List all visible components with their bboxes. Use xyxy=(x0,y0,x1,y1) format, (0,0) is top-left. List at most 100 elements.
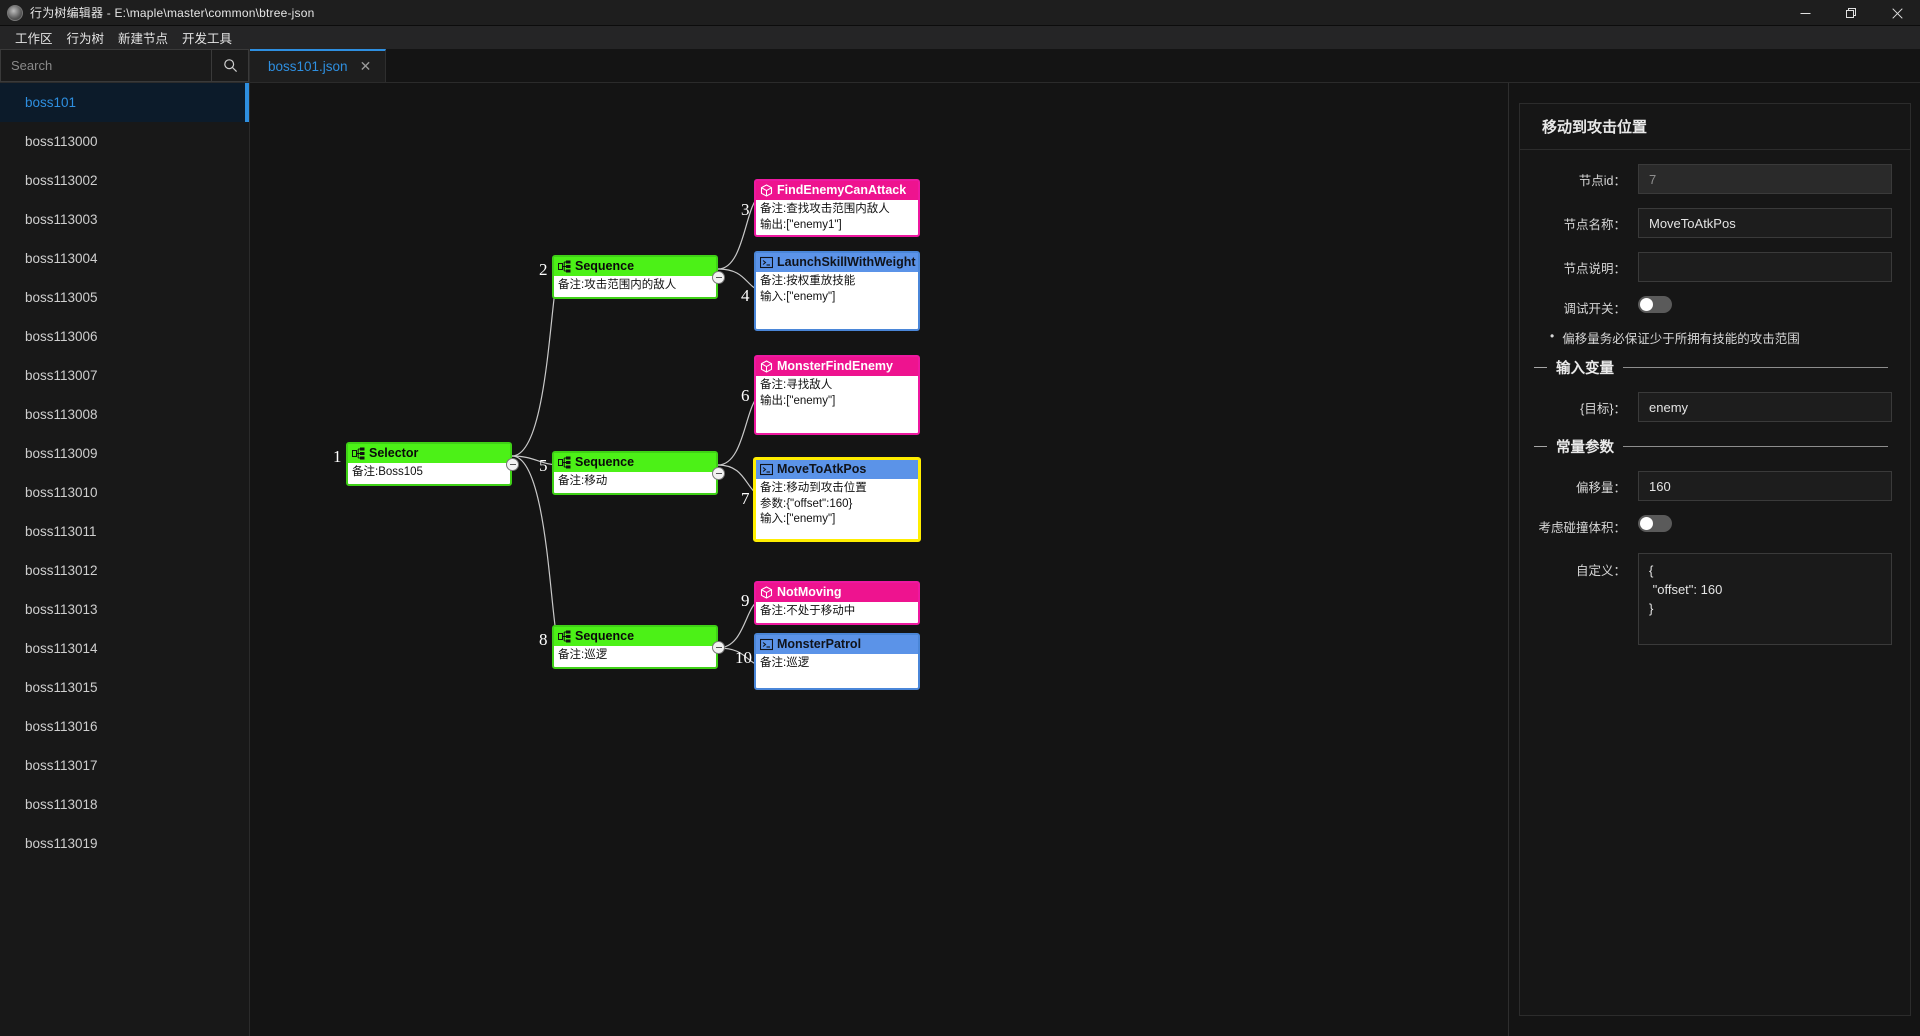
tree-node-selector[interactable]: Selector 备注:Boss105 xyxy=(346,442,519,486)
sidebar-item-boss101[interactable]: boss101 xyxy=(0,83,249,122)
sidebar-item-boss113009[interactable]: boss113009 xyxy=(0,434,249,473)
search-icon[interactable] xyxy=(211,49,249,82)
node-line: 输入:["enemy"] xyxy=(760,290,836,303)
sidebar-item-boss113003[interactable]: boss113003 xyxy=(0,200,249,239)
properties-body: 节点id： 节点名称： 节点说明： xyxy=(1520,150,1910,650)
node-body: 备注:查找攻击范围内敌人 输出:["enemy1"] xyxy=(756,200,918,236)
tree-node-monsterfindenemy[interactable]: MonsterFindEnemy 备注:寻找敌人 输出:["enemy"] xyxy=(754,355,920,435)
maximize-icon[interactable] xyxy=(1828,0,1874,26)
tree-node-launchskillwithweight[interactable]: LaunchSkillWithWeight 备注:按权重放技能 输入:["ene… xyxy=(754,251,920,331)
action-node-icon xyxy=(759,463,774,476)
menu-item-newnode[interactable]: 新建节点 xyxy=(118,32,169,46)
sidebar-item-boss113012[interactable]: boss113012 xyxy=(0,551,249,590)
node-title: MoveToAtkPos xyxy=(777,462,867,476)
sidebar-item-label: boss113016 xyxy=(25,719,98,734)
field-node-desc: 节点说明： xyxy=(1520,252,1892,282)
node-line: 输出:["enemy"] xyxy=(760,394,836,407)
node-header: FindEnemyCanAttack xyxy=(756,181,918,200)
close-icon[interactable] xyxy=(1874,0,1920,26)
sidebar-item-boss113008[interactable]: boss113008 xyxy=(0,395,249,434)
node-collapse-handle[interactable] xyxy=(506,458,519,471)
node-line: 参数:{"offset":160} xyxy=(760,497,853,510)
tab-boss101-json[interactable]: boss101.json ✕ xyxy=(250,49,387,82)
debug-switch-toggle[interactable] xyxy=(1638,296,1672,313)
sidebar-item-boss113010[interactable]: boss113010 xyxy=(0,473,249,512)
field-offset: 偏移量： xyxy=(1520,471,1892,501)
sidebar-item-boss113000[interactable]: boss113000 xyxy=(0,122,249,161)
search-input[interactable] xyxy=(0,49,211,82)
collision-toggle[interactable] xyxy=(1638,515,1672,532)
node-collapse-handle[interactable] xyxy=(712,641,725,654)
node-line: 备注:巡逻 xyxy=(558,649,608,661)
sidebar-item-boss113018[interactable]: boss113018 xyxy=(0,785,249,824)
offset-input[interactable] xyxy=(1638,471,1892,501)
tree-node-findenemycanattack[interactable]: FindEnemyCanAttack 备注:查找攻击范围内敌人 输出:["ene… xyxy=(754,179,920,237)
window-title: 行为树编辑器 - E:\maple\master\common\btree-js… xyxy=(30,6,315,20)
node-number: 2 xyxy=(539,260,548,279)
input-target-input[interactable] xyxy=(1638,392,1892,422)
composite-node-icon xyxy=(352,447,365,460)
tree-node-sequence-move[interactable]: Sequence 备注:移动 xyxy=(552,451,725,495)
menu-item-behaviortree[interactable]: 行为树 xyxy=(66,32,105,46)
sidebar-item-boss113019[interactable]: boss113019 xyxy=(0,824,249,863)
sidebar-item-boss113014[interactable]: boss113014 xyxy=(0,629,249,668)
sidebar-item-boss113007[interactable]: boss113007 xyxy=(0,356,249,395)
node-body: 备注:移动到攻击位置 参数:{"offset":160} 输入:["enemy"… xyxy=(756,479,918,531)
node-collapse-handle[interactable] xyxy=(712,271,725,284)
sidebar-item-label: boss113015 xyxy=(25,680,98,695)
node-line: 输入:["enemy"] xyxy=(760,513,836,525)
sidebar-item-boss113005[interactable]: boss113005 xyxy=(0,278,249,317)
minimize-icon[interactable] xyxy=(1782,0,1828,26)
tab-close-icon[interactable]: ✕ xyxy=(359,58,372,74)
collapse-dash-icon[interactable] xyxy=(1534,446,1547,447)
sidebar-item-label: boss113007 xyxy=(25,368,98,383)
action-node-icon xyxy=(759,256,774,269)
node-line: 备注:移动 xyxy=(558,475,608,487)
tree-canvas[interactable]: Selector 备注:Boss105 1 Sequence 备注:攻击范围内的… xyxy=(250,83,1508,1036)
tree-node-sequence-patrol[interactable]: Sequence 备注:巡逻 xyxy=(552,625,725,669)
node-title: Sequence xyxy=(575,629,635,643)
node-number: 10 xyxy=(735,648,752,667)
tab-label: boss101.json xyxy=(268,59,348,74)
sidebar-item-boss113002[interactable]: boss113002 xyxy=(0,161,249,200)
sidebar-item-boss113017[interactable]: boss113017 xyxy=(0,746,249,785)
section-rule xyxy=(1623,446,1888,447)
tree-node-sequence-attack[interactable]: Sequence 备注:攻击范围内的敌人 xyxy=(552,255,725,299)
sidebar-item-label: boss113010 xyxy=(25,485,98,500)
node-header: MonsterPatrol xyxy=(756,635,918,654)
sidebar-item-boss113006[interactable]: boss113006 xyxy=(0,317,249,356)
node-header: Sequence xyxy=(554,257,716,276)
field-label: 偏移量： xyxy=(1575,480,1626,495)
custom-json-textarea[interactable] xyxy=(1638,553,1892,645)
tree-node-notmoving[interactable]: NotMoving 备注:不处于移动中 xyxy=(754,581,920,625)
condition-node-icon xyxy=(760,184,773,197)
condition-node-icon xyxy=(760,360,773,373)
sidebar-item-boss113016[interactable]: boss113016 xyxy=(0,707,249,746)
node-title: LaunchSkillWithWeight xyxy=(777,255,916,269)
node-desc-input[interactable] xyxy=(1638,252,1892,282)
tree-node-monsterpatrol[interactable]: MonsterPatrol 备注:巡逻 xyxy=(754,633,920,690)
node-collapse-handle[interactable] xyxy=(712,467,725,480)
node-header: MonsterFindEnemy xyxy=(756,357,918,376)
collapse-dash-icon[interactable] xyxy=(1534,367,1547,368)
node-id-input[interactable] xyxy=(1638,164,1892,194)
composite-node-icon xyxy=(558,456,571,469)
node-number: 7 xyxy=(741,489,750,508)
node-body: 备注:不处于移动中 xyxy=(756,602,918,623)
bullet-icon: • xyxy=(1550,329,1555,343)
node-name-input[interactable] xyxy=(1638,208,1892,238)
sidebar-item-boss113015[interactable]: boss113015 xyxy=(0,668,249,707)
node-body: 备注:按权重放技能 输入:["enemy"] xyxy=(756,272,918,308)
tree-node-movetoatkpos[interactable]: MoveToAtkPos 备注:移动到攻击位置 参数:{"offset":160… xyxy=(753,457,921,542)
properties-note: • 偏移量务必保证少于所拥有技能的攻击范围 xyxy=(1550,328,1892,347)
menu-item-workspace[interactable]: 工作区 xyxy=(15,32,53,46)
node-body: 备注:攻击范围内的敌人 xyxy=(554,276,716,297)
sidebar-item-boss113013[interactable]: boss113013 xyxy=(0,590,249,629)
sidebar-item-boss113011[interactable]: boss113011 xyxy=(0,512,249,551)
properties-title: 移动到攻击位置 xyxy=(1520,104,1910,150)
sidebar-item-boss113004[interactable]: boss113004 xyxy=(0,239,249,278)
node-line: 备注:移动到攻击位置 xyxy=(760,482,867,494)
menu-item-devtools[interactable]: 开发工具 xyxy=(182,32,233,46)
composite-node-icon xyxy=(558,260,571,273)
